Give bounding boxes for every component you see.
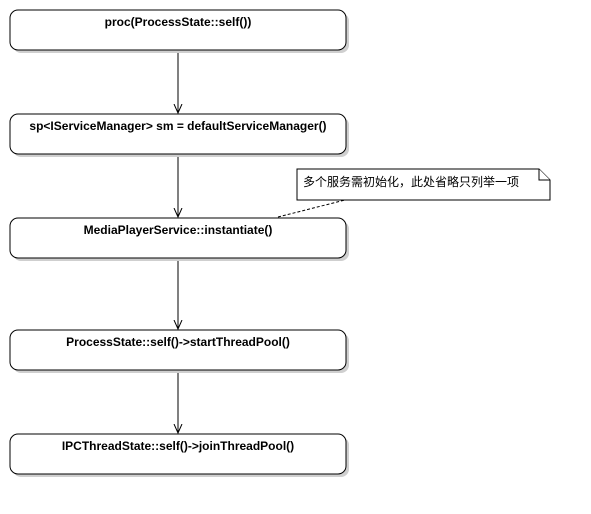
node-start-thread-pool: ProcessState::self()->startThreadPool() xyxy=(9,329,349,373)
node-label: proc(ProcessState::self()) xyxy=(105,15,252,29)
note-shape xyxy=(296,168,551,201)
node-label: sp<IServiceManager> sm = defaultServiceM… xyxy=(29,119,326,133)
note-fold xyxy=(538,169,550,181)
note-connector xyxy=(277,199,346,218)
node-media-player-service-instantiate: MediaPlayerService::instantiate() xyxy=(9,217,349,261)
node-label: MediaPlayerService::instantiate() xyxy=(84,223,273,237)
note: 多个服务需初始化，此处省略只列举一项 xyxy=(296,168,551,201)
node-label: IPCThreadState::self()->joinThreadPool() xyxy=(62,439,294,453)
node-default-service-manager: sp<IServiceManager> sm = defaultServiceM… xyxy=(9,113,349,157)
note-text: 多个服务需初始化，此处省略只列举一项 xyxy=(303,174,519,189)
node-label: ProcessState::self()->startThreadPool() xyxy=(66,335,290,349)
node-join-thread-pool: IPCThreadState::self()->joinThreadPool() xyxy=(9,433,349,477)
node-proc-process-state: proc(ProcessState::self()) xyxy=(9,9,349,53)
